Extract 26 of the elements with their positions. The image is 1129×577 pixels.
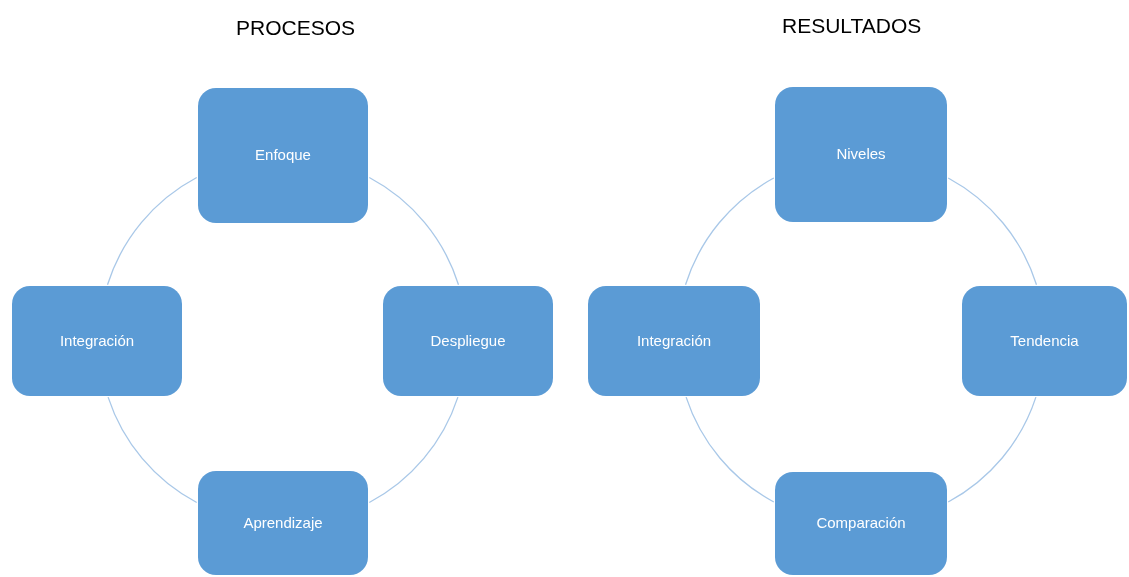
connector-arc: [107, 396, 198, 504]
box-label: Integración: [636, 330, 712, 351]
connector-arc: [684, 177, 775, 286]
box-label: Aprendizaje: [243, 512, 323, 533]
rounded-box: [198, 471, 368, 575]
box-label: Despliegue: [430, 330, 506, 351]
box-label: Comparación: [816, 513, 906, 534]
connector-arc: [685, 396, 775, 503]
box-label: Enfoque: [255, 145, 311, 166]
connector-arc: [947, 177, 1038, 286]
rounded-box: [775, 87, 947, 222]
rounded-box: [12, 286, 182, 396]
rounded-box: [962, 286, 1127, 396]
box-label: Niveles: [836, 144, 886, 165]
connector-arc: [368, 176, 460, 286]
rounded-box: [588, 286, 760, 396]
section-heading: RESULTADOS: [782, 13, 922, 39]
rounded-box: [383, 286, 553, 396]
rounded-box: [775, 472, 947, 575]
rounded-box: [198, 88, 368, 223]
box-label: Integración: [59, 330, 135, 351]
section-heading: PROCESOS: [236, 15, 356, 41]
connector-arc: [368, 396, 459, 504]
connector-arc: [947, 396, 1037, 503]
connector-arc: [106, 176, 198, 286]
box-label: Tendencia: [1010, 330, 1079, 351]
